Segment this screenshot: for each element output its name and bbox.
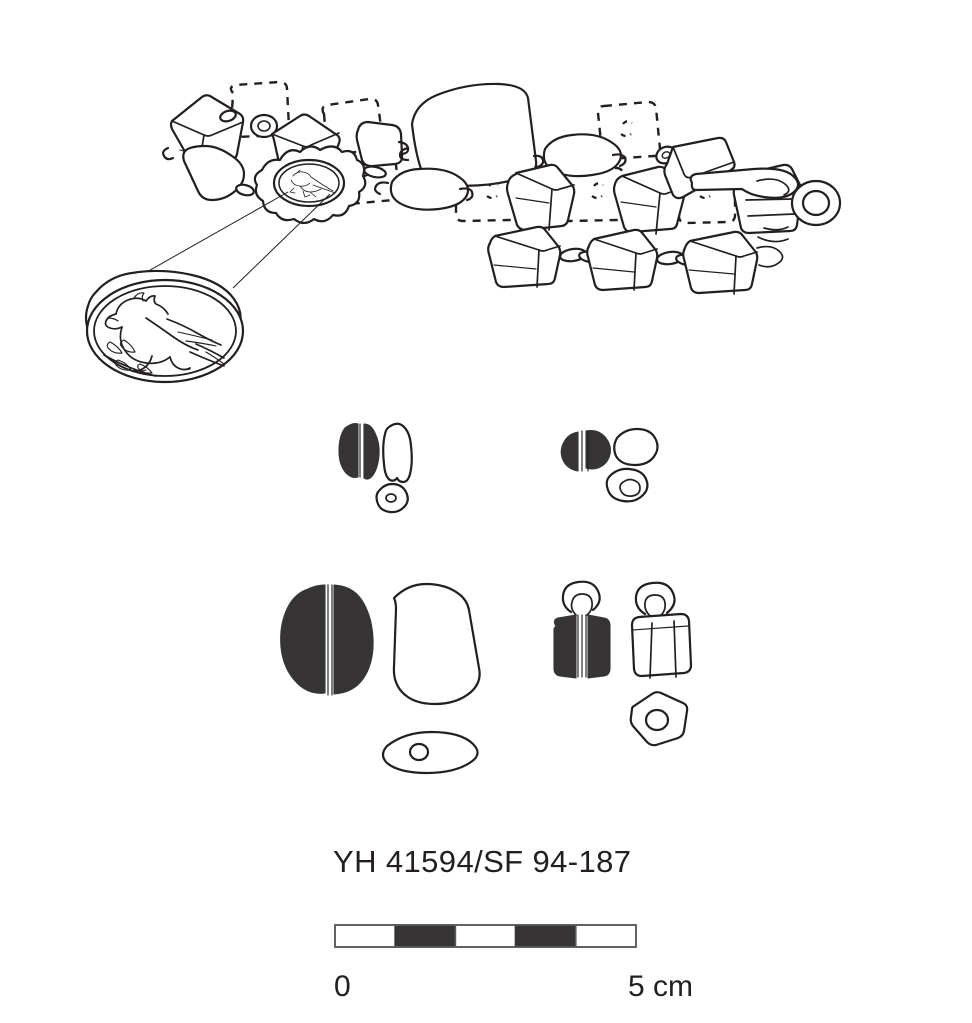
enlarged-intaglio-detail: [84, 269, 245, 384]
wire-loop-section-inner: [570, 593, 593, 616]
looped-bead-profile-view: [630, 581, 693, 679]
suspension-ring-bead4-inner: [257, 120, 271, 132]
bead-6-faceted: [355, 120, 404, 168]
pendant-section-left: [280, 584, 326, 694]
bead-18-cube: [487, 225, 562, 289]
bird-body-outline: [119, 326, 171, 365]
wire-link-large-right: [532, 154, 545, 169]
small-bead-profile-outline: [382, 422, 413, 484]
bird-wing: [145, 317, 199, 351]
bead-10-barrel: [389, 167, 470, 211]
rounded-bead-perforation-line: [581, 430, 589, 472]
pendant-section-right: [333, 584, 374, 695]
bird-beak: [104, 313, 123, 330]
wire-loop-profile-inner: [644, 594, 666, 617]
looped-bead-wire-shank: [577, 614, 587, 678]
wire-loop-profile: [634, 581, 676, 616]
wire-link-10l: [374, 181, 390, 196]
wire-link-8r: [611, 153, 627, 168]
reconstruction-hint-h: [620, 133, 632, 138]
bead-19-cube: [586, 228, 659, 292]
rounded-bead-section-right: [585, 430, 611, 470]
branch-stem: [103, 354, 157, 377]
reconstruction-hint-d: [591, 195, 603, 200]
bead-12-cube: [505, 163, 576, 232]
bird-wing-feather-2: [185, 340, 217, 347]
branch-leaf-1: [106, 341, 123, 354]
bird-crest: [133, 292, 145, 302]
branch-leaf-4: [137, 363, 153, 374]
pendant-cross-section: [381, 730, 479, 775]
bird-tail-upper: [195, 343, 225, 359]
looped-bead-cross-section: [629, 691, 689, 747]
reconstruction-hint-c: [593, 182, 604, 187]
leader-line-right: [232, 193, 331, 289]
looped-bead-body-outline: [630, 612, 693, 678]
gem-bird-engraving-small: [289, 169, 336, 198]
bead-study-small-rounded: [560, 427, 659, 503]
wire-loop-section: [561, 580, 601, 614]
scale-end-label: 5 cm: [628, 970, 693, 1003]
wire-link-large-left: [398, 146, 410, 162]
bird-tail-lower: [189, 351, 225, 367]
bead-study-looped-cube: [553, 580, 693, 747]
rounded-bead-section-left: [560, 431, 579, 472]
reconstruction-hint-g: [622, 120, 633, 125]
clasp-ring-inner: [801, 189, 831, 217]
reconstructed-bead-9: [596, 100, 662, 161]
bird-head-outline: [115, 295, 169, 315]
rounded-bead-cross-section: [605, 467, 649, 503]
looped-bead-fill-right: [587, 614, 611, 679]
wire-link-1: [162, 146, 175, 161]
figure-caption: YH 41594/SF 94-187: [333, 844, 631, 879]
bird-back: [166, 318, 222, 346]
bead-17-clasp-terminal: [689, 163, 842, 243]
scale-segment-5: [574, 924, 637, 948]
reconstruction-hint-f: [699, 195, 711, 200]
wire-link-10r: [458, 187, 474, 202]
gem-setting-in-situ: [253, 145, 367, 225]
branch-leaf-3: [114, 359, 132, 371]
small-bead-section-left: [338, 422, 359, 479]
scale-bar-frame: [334, 924, 637, 948]
pendant-profile-outline: [392, 582, 481, 706]
gem-oval-face: [278, 163, 340, 203]
small-bead-cross-section: [375, 482, 409, 514]
looped-bead-fill-left: [553, 614, 577, 679]
scale-segment-1: [334, 924, 397, 948]
bird-leg-front: [131, 355, 153, 373]
looped-bead-section-view: [553, 580, 611, 679]
scale-bar: 0 5 cm: [334, 924, 693, 1003]
scale-segment-2: [394, 924, 457, 948]
necklace-assembly: [162, 80, 842, 295]
pendant-perforation-line: [327, 584, 333, 696]
branch-leaf-2: [119, 339, 136, 353]
bead-study-large-pendant: [280, 582, 481, 775]
reconstruction-hint-b: [486, 195, 498, 200]
bead-20-cube: [682, 230, 784, 295]
bird-engraving-enlarged: [103, 292, 225, 377]
bead-study-small-elongated: [338, 422, 413, 514]
bird-wing-feather-1: [177, 331, 213, 341]
small-bead-section-right: [363, 423, 380, 480]
scale-start-label: 0: [334, 970, 351, 1003]
wire-ring-2: [235, 183, 255, 197]
scale-segment-3: [454, 924, 517, 948]
rounded-bead-profile-outline: [613, 427, 659, 467]
bead-14-cube: [612, 165, 686, 235]
wire-ring-1: [219, 109, 237, 123]
scale-segment-4: [514, 924, 577, 948]
bird-tail-tip: [205, 351, 225, 365]
